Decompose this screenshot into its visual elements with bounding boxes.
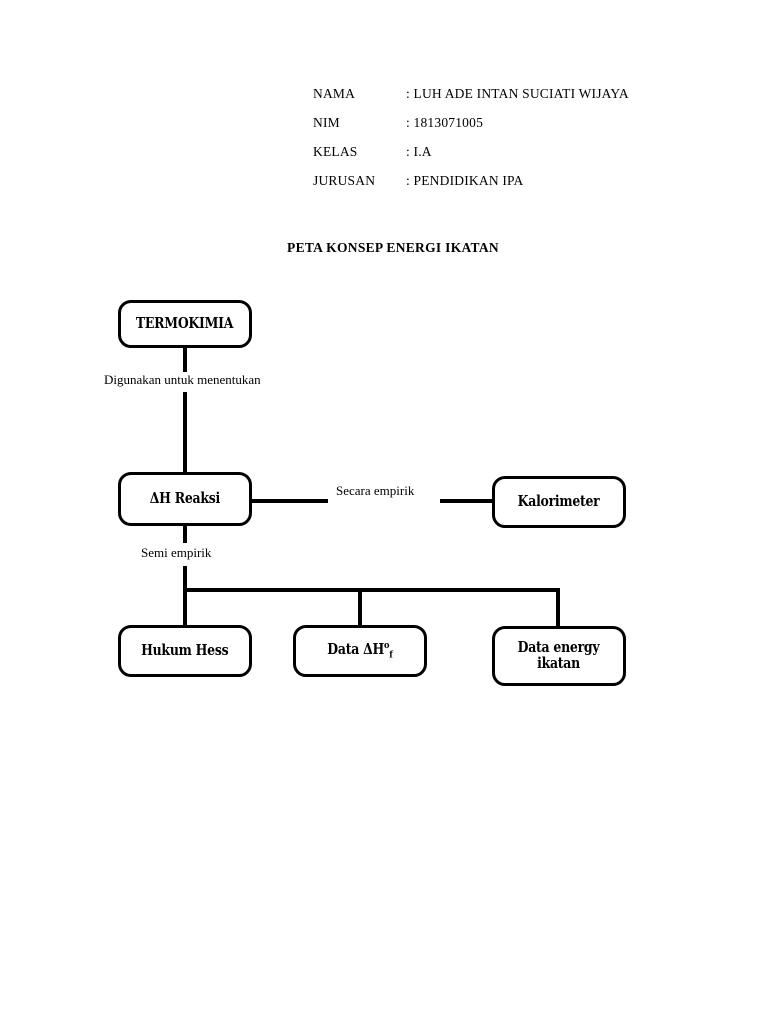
page-title: PETA KONSEP ENERGI IKATAN: [287, 240, 499, 255]
identity-row: KELAS : I.A: [313, 144, 713, 173]
identity-label-jurusan: JURUSAN: [313, 173, 376, 188]
node-data-dhf-label: Data ΔHof: [327, 639, 393, 661]
edge-label-digunakan-untuk-menentukan: Digunakan untuk menentukan: [102, 372, 263, 388]
node-dh-reaksi-label: ΔH Reaksi: [149, 489, 221, 507]
identity-separator: :: [406, 115, 410, 130]
identity-value-jurusan: : PENDIDIKAN IPA: [406, 173, 713, 189]
identity-block: NAMA : LUH ADE INTAN SUCIATI WIJAYA NIM …: [313, 86, 713, 202]
node-hukum-hess-label: Hukum Hess: [141, 641, 229, 659]
node-data-energy-line1: Data energy: [518, 638, 600, 656]
identity-label-nama: NAMA: [313, 86, 356, 101]
identity-label-nim: NIM: [313, 115, 340, 130]
identity-text: LUH ADE INTAN SUCIATI WIJAYA: [413, 86, 629, 101]
connector-dh-reaksi-to-semi-label: [183, 526, 187, 543]
identity-row: JURUSAN : PENDIDIKAN IPA: [313, 173, 713, 202]
identity-value-nim: : 1813071005: [406, 115, 713, 131]
node-data-delta-h-formation[interactable]: Data ΔHof: [293, 625, 427, 677]
connector-bus-horizontal: [183, 588, 560, 592]
node-data-energy-line2: ikatan: [537, 655, 581, 672]
connector-termokimia-to-label: [183, 348, 187, 372]
connector-semi-label-to-bus: [183, 566, 187, 591]
node-dh-reaksi[interactable]: ΔH Reaksi: [118, 472, 252, 526]
connector-bus-to-data-energy: [556, 588, 560, 626]
node-data-dhf-prefix: Data ΔH: [327, 640, 385, 658]
identity-row: NAMA : LUH ADE INTAN SUCIATI WIJAYA: [313, 86, 713, 115]
identity-value-kelas: : I.A: [406, 144, 713, 160]
identity-row: NIM : 1813071005: [313, 115, 713, 144]
node-data-dhf-subscript: f: [389, 649, 393, 661]
node-kalorimeter-label: Kalorimeter: [518, 492, 600, 510]
identity-text: PENDIDIKAN IPA: [413, 173, 524, 188]
connector-bus-to-hukum-hess: [183, 588, 187, 625]
identity-text: I.A: [413, 144, 432, 159]
identity-value-nama: : LUH ADE INTAN SUCIATI WIJAYA: [406, 86, 713, 102]
identity-label-kelas: KELAS: [313, 144, 358, 159]
edge-label-semi-empirik: Semi empirik: [139, 545, 214, 561]
connector-dh-reaksi-to-label: [252, 499, 328, 503]
node-hukum-hess[interactable]: Hukum Hess: [118, 625, 252, 677]
node-data-dhf-superscript: o: [384, 639, 390, 651]
connector-label-to-kalorimeter: [440, 499, 492, 503]
node-termokimia-label: TERMOKIMIA: [136, 314, 234, 332]
node-kalorimeter[interactable]: Kalorimeter: [492, 476, 626, 528]
identity-text: 1813071005: [413, 115, 484, 130]
node-termokimia[interactable]: TERMOKIMIA: [118, 300, 252, 348]
edge-label-secara-empirik: Secara empirik: [334, 483, 417, 499]
connector-bus-to-data-dhf: [358, 588, 362, 625]
identity-separator: :: [406, 86, 410, 101]
identity-separator: :: [406, 144, 410, 159]
connector-label-to-dh-reaksi: [183, 392, 187, 472]
identity-separator: :: [406, 173, 410, 188]
